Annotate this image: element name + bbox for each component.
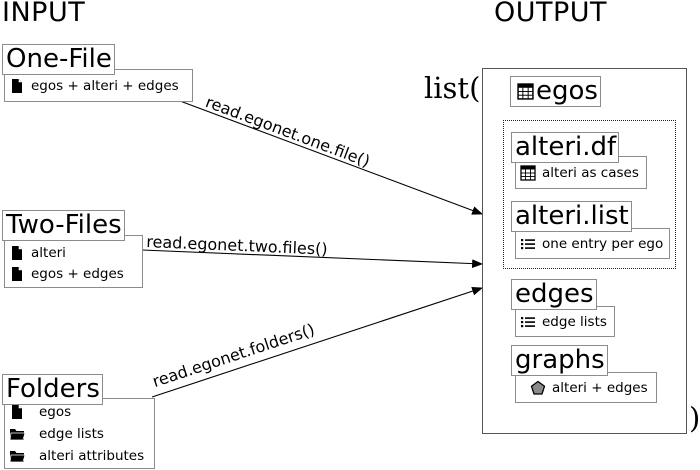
list-item: alteri as cases <box>516 162 646 183</box>
list-item: alteri attributes <box>5 445 154 467</box>
list-item: egos + edges <box>5 263 142 284</box>
list-icon <box>520 314 536 330</box>
list-item: one entry per ego <box>516 233 669 254</box>
edges-title: edges <box>511 279 597 310</box>
one-file-title: One-File <box>2 44 115 75</box>
alteri-group-frame <box>503 120 676 269</box>
list-icon <box>520 236 536 252</box>
file-icon <box>9 404 25 420</box>
folders-contents: egos edge lists alteri attributes <box>4 398 155 469</box>
table-icon <box>517 83 534 100</box>
input-header: INPUT <box>2 0 86 28</box>
table-icon <box>520 164 536 181</box>
edges-contents: edge lists <box>515 306 615 337</box>
alteri-df-title: alteri.df <box>511 132 620 163</box>
list-item: edge lists <box>5 423 154 445</box>
list-item: alteri + edges <box>516 377 656 398</box>
list-item: edge lists <box>516 311 614 332</box>
graphs-contents: alteri + edges <box>515 372 657 403</box>
egos-title: egos <box>510 76 601 107</box>
list-item: egos + alteri + edges <box>5 75 192 96</box>
list-item: alteri <box>5 242 142 263</box>
two-files-title: Two-Files <box>2 210 125 241</box>
folders-title: Folders <box>2 374 103 405</box>
two-files-contents: alteri egos + edges <box>4 235 143 288</box>
file-icon <box>9 266 25 282</box>
arrow-two-files <box>141 249 484 268</box>
file-icon <box>9 78 25 94</box>
arrow-folders <box>151 286 484 398</box>
list-close-paren: ) <box>689 401 700 435</box>
output-header: OUTPUT <box>494 0 608 28</box>
alteri-list-title: alteri.list <box>511 201 632 232</box>
file-icon <box>9 245 25 261</box>
list-open-paren: list( <box>424 71 481 105</box>
graphs-title: graphs <box>511 345 608 376</box>
folder-icon <box>9 448 25 464</box>
list-item: egos <box>5 401 154 423</box>
arrow-one-file <box>171 97 484 215</box>
alteri-list-contents: one entry per ego <box>515 228 670 259</box>
pentagon-icon <box>530 380 546 396</box>
folder-icon <box>9 426 25 442</box>
